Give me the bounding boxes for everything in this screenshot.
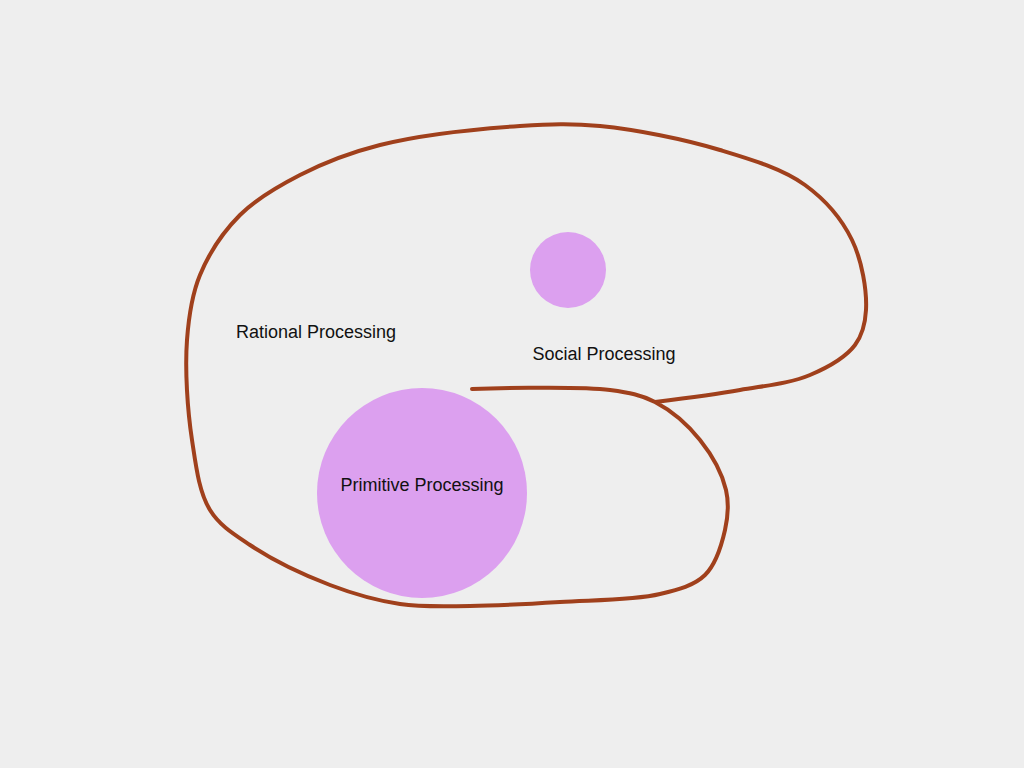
brain-outline: Rational ProcessingSocial ProcessingPrim… bbox=[180, 120, 875, 615]
region-label: Social Processing bbox=[532, 344, 675, 366]
brain-outline-shape bbox=[180, 120, 875, 615]
social-circle bbox=[530, 232, 606, 308]
brain-contour bbox=[186, 124, 866, 606]
primitive-circle: Primitive Processing bbox=[317, 388, 527, 598]
region-label: Rational Processing bbox=[236, 322, 396, 344]
region-label: Primitive Processing bbox=[340, 475, 503, 497]
primitive-circle-fill bbox=[317, 388, 527, 598]
